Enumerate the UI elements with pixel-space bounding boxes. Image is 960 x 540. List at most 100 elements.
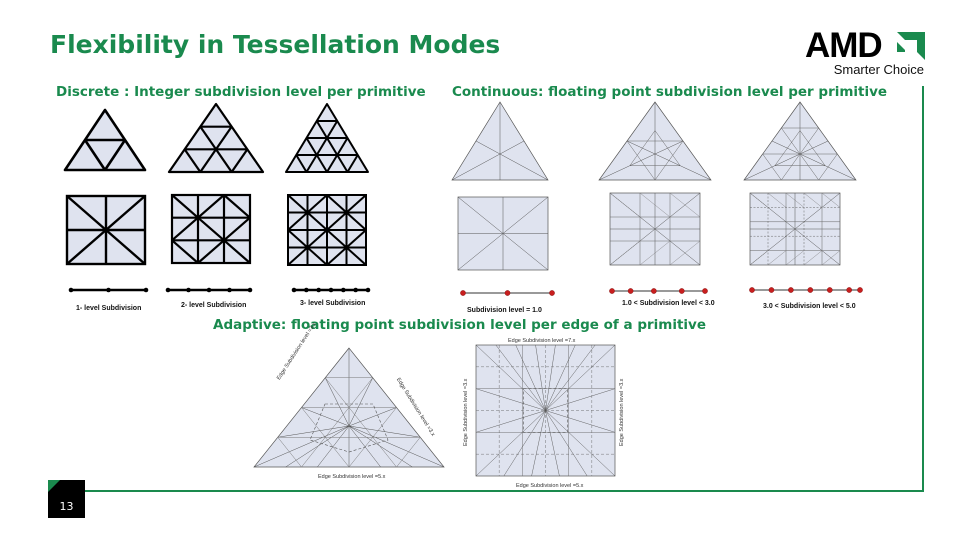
- continuous-quad-2-edge: [639, 240, 671, 266]
- discrete-segment-3-vertex: [328, 287, 334, 293]
- continuous-triangle-1-edge: [451, 153, 501, 181]
- slide-title: Flexibility in Tessellation Modes: [50, 30, 501, 59]
- adaptive-quad-left-label: Edge Subdivision level =3.x: [463, 378, 469, 446]
- continuous-segment-2-vertex: [702, 288, 708, 294]
- adaptive-triangle-edge: [396, 437, 421, 468]
- adaptive-quad-edge: [531, 410, 546, 477]
- discrete-quad-3-edge: [287, 246, 309, 266]
- discrete-quad-2-edge: [197, 239, 225, 264]
- continuous-segment-2-vertex: [609, 288, 615, 294]
- continuous-triangle-3-edge: [818, 153, 838, 181]
- adaptive-quad-edge: [515, 344, 546, 411]
- adaptive-triangle-edge: [317, 425, 350, 468]
- discrete-quad-3-edge: [326, 211, 348, 231]
- discrete-quad-2-edge: [223, 216, 251, 242]
- continuous-segment-2-vertex: [627, 288, 634, 294]
- discrete-triangle-2-edge: [230, 148, 249, 173]
- discrete-quad-2-edge: [223, 194, 251, 219]
- continuous-segment-1-vertex: [460, 290, 466, 296]
- discrete-triangle-3-edge: [346, 154, 359, 173]
- continuous-triangle-2-edge: [654, 140, 684, 155]
- adaptive-quad-edge: [545, 344, 556, 411]
- discrete-segment-2-vertex: [247, 287, 253, 293]
- continuous-triangle-3-edge: [799, 140, 829, 155]
- adaptive-quad-edge: [545, 410, 616, 433]
- continuous-triangle-2-edge: [626, 140, 656, 181]
- continuous-quad-2-edge: [609, 192, 641, 218]
- continuous-label-3: 3.0 < Subdivision level < 5.0: [763, 303, 856, 310]
- discrete-quad-3-edge: [345, 229, 367, 249]
- discrete-triangle-3-edge: [305, 120, 339, 173]
- adaptive-triangle-edge: [301, 407, 350, 427]
- continuous-segment-2-vertex: [678, 288, 685, 294]
- frame-bottom-line: [85, 490, 924, 492]
- continuous-segment-3-vertex: [826, 287, 833, 293]
- continuous-quad-3-edge: [821, 192, 841, 208]
- continuous-segment-3-vertex: [846, 287, 853, 293]
- continuous-triangle-1-edge: [499, 153, 549, 181]
- continuous-label-2: 1.0 < Subdivision level < 3.0: [622, 300, 715, 307]
- adaptive-quad-bottom-label: Edge Subdivision level =5.x: [516, 483, 584, 489]
- adaptive-quad-top-label: Edge Subdivision level =7.x: [508, 338, 576, 344]
- continuous-quad-3-edge: [767, 192, 787, 208]
- discrete-triangle-2-edge: [199, 126, 233, 173]
- discrete-quad-3-edge: [306, 229, 328, 249]
- discrete-segment-1-vertex: [68, 287, 74, 293]
- discrete-quad-3-edge: [345, 211, 367, 231]
- continuous-quad-3-edge: [749, 192, 769, 208]
- discrete-quad-3-edge: [326, 229, 348, 249]
- adaptive-quad-right-label: Edge Subdivision level =3.x: [619, 378, 625, 446]
- discrete-segment-1-vertex: [106, 287, 111, 293]
- corner-accent: [48, 480, 60, 492]
- adaptive-triangle-edge: [348, 377, 373, 427]
- discrete-quad-2-edge: [197, 216, 225, 242]
- adaptive-heading: Adaptive: floating point subdivision lev…: [213, 317, 706, 333]
- continuous-segment-3-vertex: [788, 287, 794, 293]
- discrete-quad-3-edge: [287, 211, 309, 231]
- discrete-segment-3-vertex: [341, 287, 346, 293]
- adaptive-triangle-edge: [277, 437, 302, 468]
- continuous-triangle-2-edge: [654, 140, 684, 181]
- discrete-quad-2-edge: [223, 239, 251, 264]
- discrete-segment-2-vertex: [186, 287, 191, 293]
- adaptive-quad-edge: [545, 410, 588, 477]
- continuous-triangle-2-ring: [629, 130, 681, 166]
- adaptive-triangle-edge: [348, 425, 445, 468]
- adaptive-quad-edge: [535, 344, 546, 411]
- discrete-triangle-1-edge: [103, 139, 127, 171]
- discrete-label-3: 3- level Subdivision: [300, 300, 366, 307]
- adaptive-quad-edge: [475, 388, 546, 411]
- continuous-triangle-3-edge: [762, 153, 782, 181]
- discrete-quad-3-edge: [345, 194, 367, 214]
- adaptive-quad-edge: [545, 344, 596, 411]
- discrete-segment-3-vertex: [353, 287, 358, 293]
- continuous-quad-3-edge: [821, 250, 841, 266]
- logo-wordmark: AMD: [805, 26, 883, 65]
- adaptive-quad-edge: [503, 410, 546, 477]
- adaptive-triangle-edge: [325, 377, 350, 427]
- continuous-segment-3-vertex: [857, 287, 863, 293]
- adaptive-quad-edge: [495, 344, 546, 411]
- adaptive-quad-inner-ring: [523, 388, 568, 433]
- discrete-quad-3-edge: [306, 194, 328, 214]
- continuous-segment-2-vertex: [651, 288, 657, 294]
- discrete-quad-3-edge: [306, 246, 328, 266]
- continuous-triangle-3-edge: [771, 140, 801, 155]
- adaptive-quad-edge: [545, 388, 616, 411]
- continuous-label-1: Subdivision level = 1.0: [467, 307, 542, 314]
- continuous-quad-3-edge: [767, 250, 787, 266]
- continuous-segment-3-vertex: [807, 287, 814, 293]
- continuous-triangle-3-ring: [774, 130, 826, 166]
- discrete-quad-2-edge: [197, 194, 225, 219]
- discrete-quad-2-edge: [171, 194, 199, 219]
- discrete-quad-3-edge: [326, 246, 348, 266]
- continuous-heading: Continuous: floating point subdivision l…: [452, 84, 888, 100]
- discrete-segment-3-vertex: [291, 287, 297, 293]
- discrete-quad-3-edge: [345, 246, 367, 266]
- discrete-segment-3-vertex: [304, 287, 309, 293]
- page-number-box: 13: [48, 480, 85, 518]
- continuous-triangle-1-edge: [475, 140, 501, 155]
- adaptive-triangle-inner-ring: [309, 403, 389, 453]
- continuous-quad-2-edge: [669, 240, 701, 266]
